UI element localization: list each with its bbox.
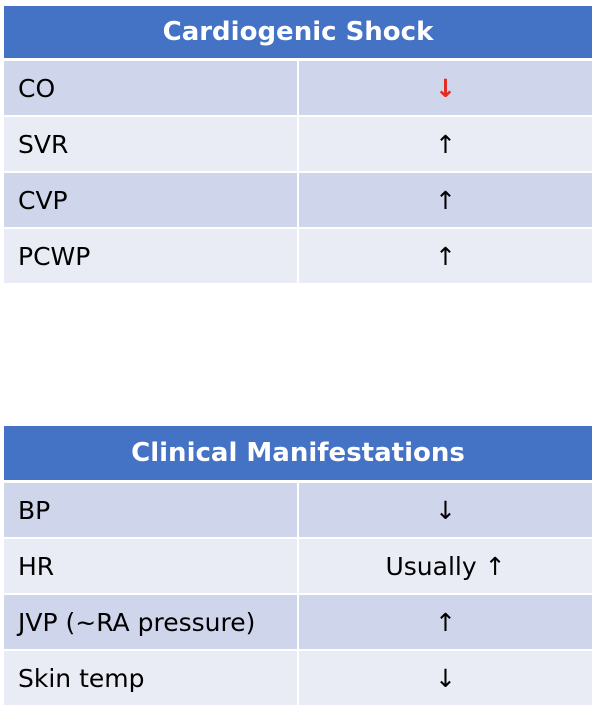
table-header-row: Clinical Manifestations	[4, 426, 592, 483]
row-label: SVR	[4, 115, 299, 173]
table-row: Skin temp ↓	[4, 649, 592, 707]
table-title: Clinical Manifestations	[4, 426, 592, 483]
table-title: Cardiogenic Shock	[4, 6, 592, 61]
up-arrow-icon: ↑	[435, 185, 456, 215]
down-arrow-icon: ↓	[435, 663, 456, 693]
table-row: CO ↓	[4, 58, 592, 117]
cardiogenic-shock-table: Cardiogenic Shock CO ↓ SVR ↑ CVP ↑ PCWP …	[4, 6, 592, 285]
row-label: CO	[4, 58, 299, 117]
table-row: SVR ↑	[4, 115, 592, 173]
up-arrow-icon: ↑	[435, 129, 456, 159]
table-row: BP ↓	[4, 480, 592, 539]
row-label: BP	[4, 480, 299, 539]
row-label: PCWP	[4, 227, 299, 285]
row-label: Skin temp	[4, 649, 299, 707]
up-arrow-icon: ↑	[435, 607, 456, 637]
row-value: Usually ↑	[385, 551, 506, 581]
table-row: CVP ↑	[4, 171, 592, 229]
row-label: JVP (~RA pressure)	[4, 593, 299, 651]
table-header-row: Cardiogenic Shock	[4, 6, 592, 61]
clinical-manifestations-table: Clinical Manifestations BP ↓ HR Usually …	[4, 426, 592, 707]
down-arrow-icon: ↓	[435, 73, 456, 103]
table-row: HR Usually ↑	[4, 537, 592, 595]
up-arrow-icon: ↑	[435, 241, 456, 271]
table-row: PCWP ↑	[4, 227, 592, 285]
down-arrow-icon: ↓	[435, 495, 456, 525]
row-label: HR	[4, 537, 299, 595]
table-row: JVP (~RA pressure) ↑	[4, 593, 592, 651]
row-label: CVP	[4, 171, 299, 229]
